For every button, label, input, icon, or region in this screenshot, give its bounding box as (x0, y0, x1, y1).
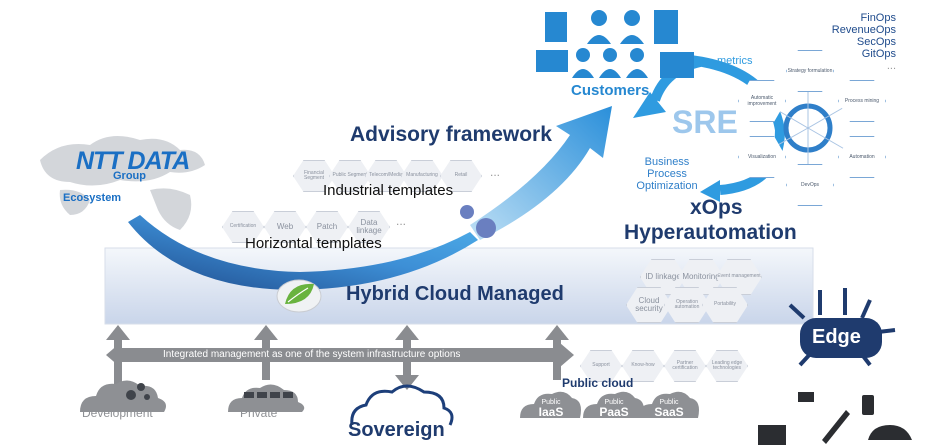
public-iaas-cloud (520, 391, 581, 418)
public-cloud-hex: Leading edge technologies (706, 350, 748, 382)
ops-cycle-node: Automation (838, 136, 886, 178)
ntt-data-logo: NTT DATA (76, 147, 190, 175)
ops-list-item: GitOps (861, 48, 896, 60)
factory-icon (758, 425, 786, 445)
car-icon (868, 425, 912, 440)
public-cloud-hex: Know-how (622, 350, 664, 382)
ops-cycle-node: DevOps (786, 164, 834, 206)
horizontal-templates-label: Horizontal templates (245, 235, 382, 252)
ops-list-item: ... (886, 60, 896, 72)
world-map-icon (40, 136, 205, 230)
integrated-management-label: Integrated management as one of the syst… (163, 349, 461, 360)
hcm-feature-hex: Portability (702, 287, 748, 323)
ops-cycle-node: Strategy formulation (786, 50, 834, 92)
advisory-framework-title: Advisory framework (350, 123, 552, 146)
ecosystem-label: Ecosystem (63, 192, 122, 204)
ops-cycle-node: Visualization (738, 136, 786, 178)
public-cloud-hex: Support (580, 350, 622, 382)
gear-icon (460, 205, 496, 238)
private-label: Private (240, 406, 278, 420)
ops-list-item: RevenueOps (831, 24, 896, 36)
leaf-cloud-icon (276, 279, 322, 313)
industrial-more: ... (490, 165, 501, 179)
server-icon (244, 392, 293, 398)
metrics-label: metrics (717, 55, 753, 67)
development-label: Development (82, 406, 153, 420)
public-paas-cloud (583, 391, 644, 418)
industrial-templates-label: Industrial templates (323, 182, 454, 199)
edge-chip (800, 318, 882, 358)
integrated-bar (106, 343, 574, 367)
dev-gear-icon (126, 383, 150, 400)
customer-icons (536, 10, 694, 78)
ops-cycle-node: Automatic improvement (738, 80, 786, 122)
ops-list: FinOps RevenueOps SecOps GitOps ... (832, 12, 896, 72)
edge-chip-icon (788, 288, 896, 367)
public-saas-cloud (638, 391, 699, 418)
drone-icon (798, 392, 814, 402)
sovereign-label: Sovereign (348, 419, 445, 441)
ops-list-item: FinOps (860, 12, 896, 24)
group-label: Group (113, 170, 146, 182)
sre-label: SRE (672, 104, 738, 140)
thermometer-icon (822, 410, 850, 444)
phone-icon (862, 395, 874, 415)
xops-cycle-arrow (689, 55, 786, 195)
sovereign-cloud (350, 384, 454, 426)
ops-cycle-node: Process mining (838, 80, 886, 122)
xops-title: xOps (690, 196, 743, 219)
ecosystem-swoosh (128, 215, 478, 290)
advisory-arrow (470, 106, 612, 240)
iot-icons (758, 392, 912, 445)
private-cloud (228, 384, 305, 412)
horizontal-more: ... (396, 214, 407, 228)
edge-label: Edge (812, 326, 861, 348)
bpo-label: Business Process Optimization (636, 156, 698, 192)
ops-list-item: SecOps (856, 36, 896, 48)
customers-label: Customers (571, 82, 650, 99)
hybrid-cloud-managed-title: Hybrid Cloud Managed (346, 283, 564, 305)
public-cloud-hex: Partner certification (664, 350, 706, 382)
hyperautomation-title: Hyperautomation (624, 221, 797, 244)
public-cloud-label: Public cloud (562, 376, 634, 390)
